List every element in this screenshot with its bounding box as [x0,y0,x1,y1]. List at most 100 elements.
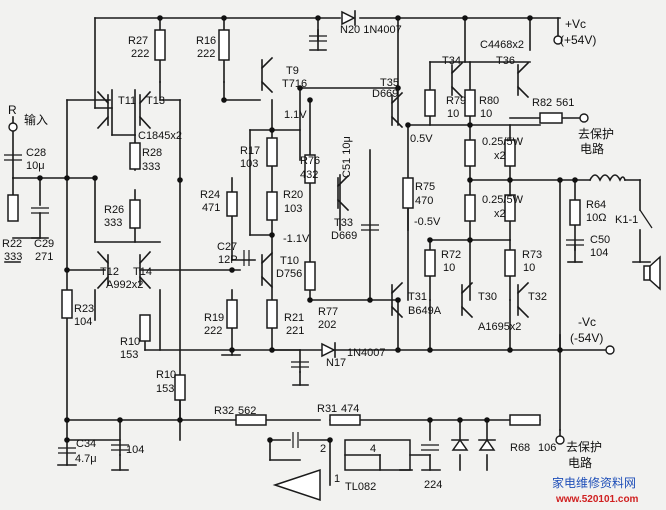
resistor-r10b [174,374,186,401]
label-tl082: TL082 [345,481,376,493]
transistors [96,56,530,319]
diode-zener-2 [478,438,496,451]
label-r28: R28 [142,147,162,159]
label-t13: T13 [146,95,165,107]
output-inductor [588,174,627,182]
label-r24-value: 471 [202,202,220,214]
resistor-r17 [266,137,278,167]
resistor-re-upper-2 [504,139,516,167]
terminal-protect-upper [579,113,589,123]
label-t33-value: D669 [331,230,357,242]
label-r72: R72 [441,249,461,261]
label-r28-value: 333 [142,161,160,173]
label-pin4: 4 [370,443,376,455]
resistor-r20 [266,191,278,221]
resistor-r10a [139,314,151,342]
label-r82-value: 561 [556,97,574,109]
transistor-t36 [516,61,530,99]
label-r68-value: 106 [538,442,556,454]
label-r31: R31 [317,403,337,415]
label-r20-value: 103 [284,203,302,215]
junctions [37,15,578,443]
resistor-re-lower-2 [504,194,516,222]
input-label-r: R [8,103,17,117]
transistor-t34 [450,61,464,99]
label-r73-value: 10 [523,262,535,274]
resistor-r32 [235,414,267,426]
label-r16: R16 [196,35,216,47]
label-r77-value: 202 [318,319,336,331]
label-r75: R75 [415,181,435,193]
label-c29: C29 [34,238,54,250]
label-a1695: A1695x2 [478,321,521,333]
label-r79: R79 [446,95,466,107]
watermark-cn: 家电维修资料网 [552,475,636,490]
transistor-t9 [260,56,274,94]
label-v11n: -1.1V [283,233,310,245]
label-pin2: 2 [320,443,326,455]
diode-n20 [341,10,356,26]
resistor-r80 [464,89,476,117]
label-n17: N17 [326,357,346,369]
capacitor-series [292,432,299,448]
label-t32: T32 [528,291,547,303]
label-c34-value: 4.7μ [75,453,97,465]
speaker-icon [643,255,661,291]
label-n20: N20 1N4007 [340,24,402,36]
label-r75-value: 470 [415,195,433,207]
resistor-r72 [424,249,436,277]
label-t14: T14 [133,266,152,278]
label-r80: R80 [479,95,499,107]
capacitor-c51 [361,224,379,231]
label-r10b-value: 153 [156,383,174,395]
label-r23-value: 104 [74,316,92,328]
label-r10a: R10 [120,336,140,348]
input-label: 输入 [24,112,48,127]
transistor-t13 [138,90,152,130]
label-r10a-value: 153 [120,349,138,361]
label-t9-value: T716 [282,78,307,90]
resistor-r21 [266,299,278,329]
resistor-r19 [226,299,238,329]
resistor-r77 [304,261,316,291]
transistor-t10 [260,251,274,289]
label-t34: T34 [442,55,461,67]
terminal-vc-negative [605,345,615,355]
label-pin1: 1 [334,473,340,485]
label-r64: R64 [586,199,606,211]
label-k1: K1-1 [615,214,638,226]
label-t10-value: D756 [276,268,302,280]
label-c104: 104 [126,444,144,456]
label-re-lower: 0.25/5W [482,194,524,206]
label-r26: R26 [104,204,124,216]
label-r80-value: 10 [480,108,492,120]
capacitor-104 [111,444,129,451]
transistor-t33 [336,174,350,212]
resistor-r27 [154,29,166,61]
label-r19: R19 [204,312,224,324]
labels: R 输入 C28 10μ R22 333 C29 271 R27 222 R16… [2,17,639,505]
label-v05n: -0.5V [414,216,441,228]
label-r27: R27 [128,35,148,47]
diode-zener-1 [451,438,469,451]
capacitor-c27 [243,250,250,266]
label-r17: R17 [240,145,260,157]
label-r77: R77 [318,306,338,318]
label-t9: T9 [286,65,299,77]
label-protect-lower-2: 电路 [568,455,592,470]
label-c50: C50 [590,234,610,246]
label-t33: T33 [334,217,353,229]
label-c28: C28 [26,147,46,159]
diode-n17 [321,342,336,358]
label-r24: R24 [200,189,220,201]
label-c27-value: 12P [218,254,238,266]
label-c29-value: 271 [35,251,53,263]
label-t36: T36 [496,55,515,67]
resistor-r64 [569,199,581,226]
label-r79-value: 10 [447,108,459,120]
label-protect-lower-1: 去保护 [566,440,602,454]
label-r72-value: 10 [443,262,455,274]
label-r20: R20 [283,189,303,201]
transistor-t11 [96,90,110,130]
transistor-t31 [390,281,404,319]
